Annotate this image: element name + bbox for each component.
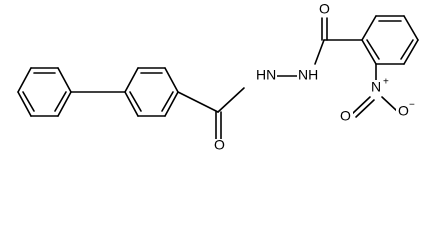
atom-label-left-carbonyl-oxygen: O (214, 137, 225, 153)
bond-left-phenyl-1 (17, 67, 32, 93)
hn-label-background (255, 68, 277, 84)
bond-middle-ring-3 (164, 67, 179, 93)
nh-label-background (297, 68, 319, 84)
nitro-nitrogen-positive-charge: + (383, 77, 389, 88)
bond-left-carbonyl-to-hn (217, 87, 245, 113)
bond-left-phenyl-4 (57, 91, 72, 117)
left-carbonyl-o-background (212, 139, 227, 154)
bond-left-phenyl-3 (57, 67, 72, 93)
bond-left-phenyl-6 (17, 91, 32, 117)
bond-left-phenyl-inner-2 (54, 91, 67, 112)
bond-middle-ring-4 (164, 91, 179, 117)
right-carbonyl-o-background (317, 2, 332, 17)
atom-label-hn: HN (256, 67, 276, 83)
atom-label-layer: HN NH O O N + O O − (212, 1, 415, 154)
bond-right-ring-inner-3 (366, 39, 380, 60)
nitro-n-background (368, 80, 384, 96)
molecule-svg: HN NH O O N + O O − (17, 1, 419, 154)
bond-middle-ring-to-carbonyl (177, 91, 219, 113)
bond-layer (17, 15, 419, 142)
atom-label-nitro-oxygen-top: O (340, 108, 351, 124)
bond-nitro-to-oxygen-top-double (355, 99, 375, 118)
chemical-structure-diagram: HN NH O O N + O O − (17, 0, 419, 154)
bond-middle-ring-6 (124, 91, 139, 117)
atom-label-right-carbonyl-oxygen: O (319, 1, 330, 17)
nitro-oxygen-negative-charge: − (409, 100, 415, 111)
atom-label-nitro-nitrogen: N (371, 79, 381, 95)
bond-right-ring-3 (403, 15, 419, 41)
bond-right-ring-4 (403, 39, 419, 65)
bond-right-ring-6 (361, 39, 377, 65)
bond-nitro-to-oxygen-top (351, 96, 371, 115)
bond-middle-ring-inner-2 (161, 91, 174, 112)
bond-right-ring-1 (361, 15, 377, 41)
atom-label-nh: NH (298, 67, 318, 83)
nitro-o-top-background (338, 110, 353, 125)
atom-label-nitro-oxygen-bottom: O (398, 103, 409, 119)
bond-nh-to-right-carbonyl (314, 39, 325, 65)
bond-middle-ring-1 (124, 67, 139, 93)
bond-middle-ring-inner-3 (129, 91, 142, 112)
bond-right-ring-inner-2 (400, 39, 414, 60)
bond-left-phenyl-inner-3 (22, 91, 35, 112)
bond-nitro-to-oxygen-bottom (381, 96, 398, 112)
nitro-o-bottom-background (396, 105, 411, 120)
